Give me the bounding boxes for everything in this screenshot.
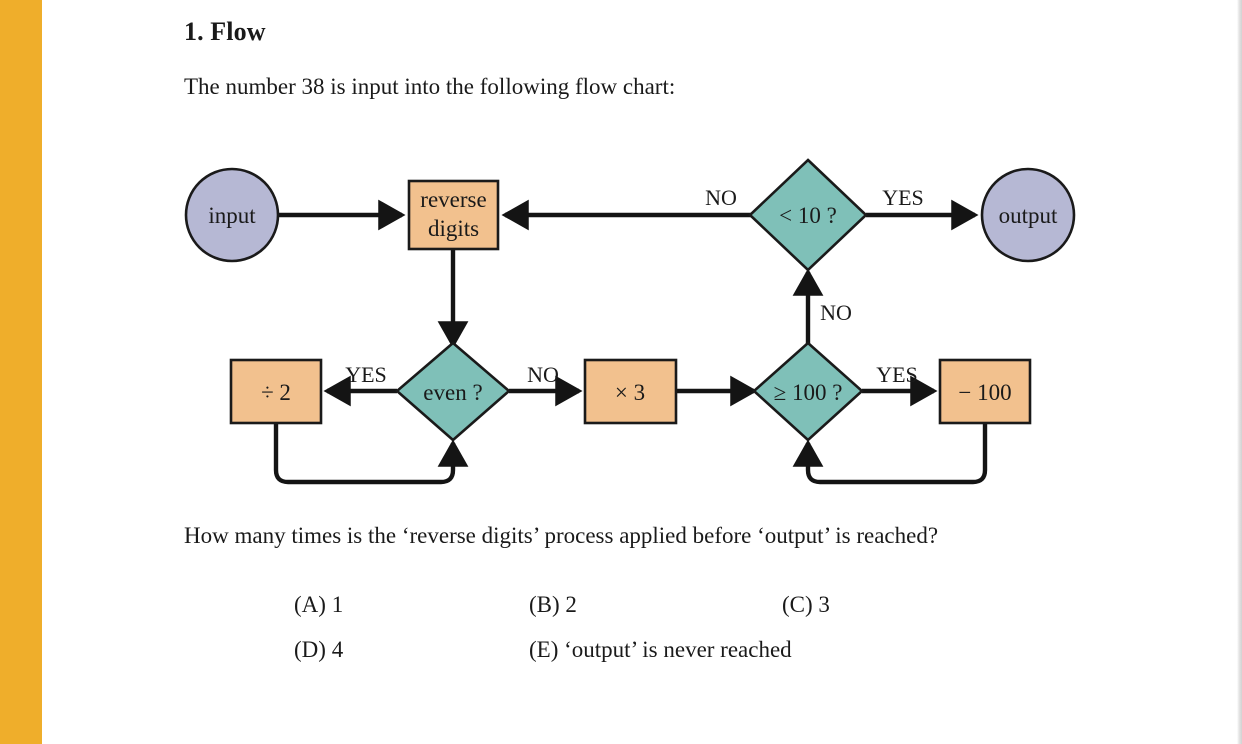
answer-option-c[interactable]: (C) 3 (782, 592, 830, 618)
reverse-digits-rect-shape (407, 179, 500, 251)
output-label: output (999, 203, 1058, 228)
answer-option-b-key: (B) (529, 592, 560, 617)
node-divide-by-2[interactable]: ÷ 2 (229, 358, 323, 425)
divide-by-2-rect-shape (229, 358, 323, 425)
page-title: 1. Flow (184, 17, 266, 46)
answer-option-d-key: (D) (294, 637, 326, 662)
edge-label-ge100-yes: YES (876, 362, 918, 387)
even-label: even ? (423, 380, 482, 405)
flow-edges (273, 199, 988, 485)
times-3-rect-shape (583, 358, 678, 425)
answer-option-e[interactable]: (E) ‘output’ is never reached (529, 637, 792, 663)
minus-100-rect-shape (938, 358, 1032, 425)
answer-options: (A) 1 (B) 2 (C) 3 (D) 4 (E) (294, 592, 1054, 682)
intro-paragraph: The number 38 is input into the followin… (184, 74, 676, 99)
answer-option-e-text: ‘output’ is never reached (564, 637, 792, 662)
divide-by-2-label: ÷ 2 (261, 380, 291, 405)
edge-label-even-no: NO (527, 362, 559, 387)
answer-options-row: (A) 1 (B) 2 (C) 3 (294, 592, 1054, 637)
output-circle-shape (980, 167, 1076, 263)
input-label: input (208, 203, 256, 228)
edge-label-even-yes: YES (345, 362, 387, 387)
answer-option-d[interactable]: (D) 4 (294, 637, 343, 663)
answer-option-a[interactable]: (A) 1 (294, 592, 343, 618)
question-paragraph: How many times is the ‘reverse digits’ p… (184, 523, 939, 548)
less-than-10-label: < 10 ? (779, 203, 837, 228)
flow-edge-labels: NO YES NO YES NO YES (345, 185, 924, 387)
answer-option-c-key: (C) (782, 592, 813, 617)
node-times-3[interactable]: × 3 (583, 358, 678, 425)
at-least-100-label: ≥ 100 ? (774, 380, 843, 405)
content-column: 1. Flow The number 38 is input into the … (184, 0, 1184, 744)
edge-label-ge100-no: NO (820, 300, 852, 325)
answer-option-b[interactable]: (B) 2 (529, 592, 577, 618)
node-even[interactable]: even ? (395, 341, 511, 442)
reverse-digits-label-line1: reverse (420, 187, 486, 212)
edge-label-lt10-no: NO (705, 185, 737, 210)
page-right-edge (1237, 0, 1242, 744)
answer-option-e-key: (E) (529, 637, 559, 662)
answer-option-b-text: 2 (565, 592, 577, 617)
node-output[interactable]: output (980, 167, 1076, 263)
node-minus-100[interactable]: − 100 (938, 358, 1032, 425)
edge-label-lt10-yes: YES (882, 185, 924, 210)
input-circle-shape (184, 167, 280, 263)
times-3-label: × 3 (615, 380, 645, 405)
edge-divide-loop-to-even (273, 423, 469, 485)
answer-option-c-text: 3 (818, 592, 830, 617)
answer-option-a-text: 1 (331, 592, 344, 617)
minus-100-label: − 100 (958, 380, 1011, 405)
node-less-than-10[interactable]: < 10 ? (748, 158, 868, 272)
edge-minus100-loop-to-ge100 (792, 423, 988, 485)
node-reverse-digits[interactable]: reverse digits (407, 179, 500, 251)
node-input[interactable]: input (184, 167, 280, 263)
node-at-least-100[interactable]: ≥ 100 ? (752, 341, 864, 442)
answer-option-d-text: 4 (331, 637, 344, 662)
answer-option-a-key: (A) (294, 592, 326, 617)
reverse-digits-label-line2: digits (428, 216, 479, 241)
sidebar-accent-strip (0, 0, 42, 744)
answer-options-row: (D) 4 (E) ‘output’ is never reached (294, 637, 1054, 682)
even-diamond-shape (395, 341, 511, 442)
at-least-100-diamond-shape (752, 341, 864, 442)
less-than-10-diamond-shape (748, 158, 868, 272)
